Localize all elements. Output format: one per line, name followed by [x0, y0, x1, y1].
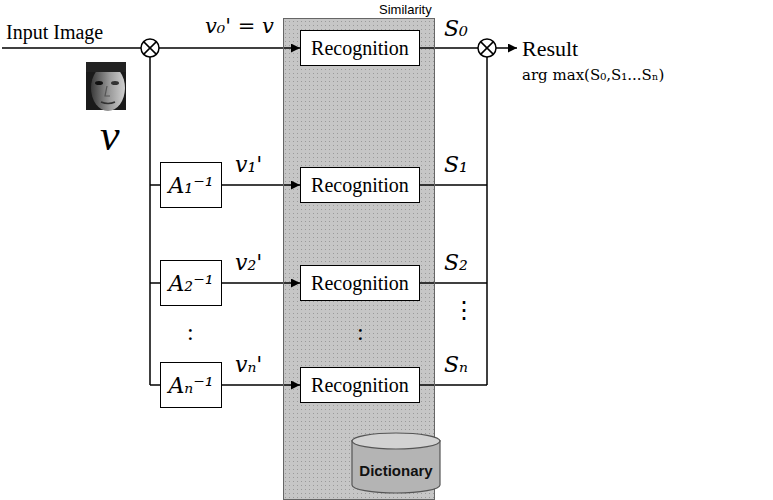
signal-arrow	[222, 184, 300, 186]
node-text: Recognition	[311, 374, 409, 397]
signal-label: v₂'	[235, 250, 262, 276]
vector-symbol: v	[100, 110, 120, 163]
node-text: Recognition	[311, 272, 409, 295]
similarity-label: Sₙ	[444, 352, 468, 378]
recognition-box: Recognition	[300, 30, 420, 66]
node-text: Recognition	[311, 37, 409, 60]
recognition-box: Recognition	[300, 167, 420, 203]
node-text: A₁⁻¹	[168, 173, 213, 198]
signal-arrow	[222, 282, 300, 284]
similarity-label: S₀	[444, 16, 468, 42]
panel-heading: Similarity	[379, 2, 432, 17]
signal-label: v₀' = v	[205, 14, 274, 39]
signal-label: vₙ'	[235, 352, 262, 378]
node-text: Aₙ⁻¹	[168, 373, 213, 398]
signal-wires	[2, 39, 517, 385]
ellipsis-mark: ⋮	[452, 296, 476, 325]
inverse-transform-box: A₁⁻¹	[160, 162, 222, 208]
result-label: Result	[522, 36, 578, 62]
similarity-label: S₂	[444, 250, 468, 276]
inverse-transform-box: A₂⁻¹	[160, 260, 222, 306]
ellipsis-mark: :	[357, 318, 364, 347]
dictionary-cylinder: Dictionary	[351, 432, 441, 494]
node-text: A₂⁻¹	[168, 271, 213, 296]
input-caption: Input Image	[6, 20, 103, 44]
face-image	[86, 62, 126, 111]
node-text: Dictionary	[359, 462, 432, 479]
signal-label: v₁'	[235, 152, 262, 178]
panel-fill	[283, 18, 435, 500]
ellipsis-mark: :	[187, 318, 194, 347]
node-text: Recognition	[311, 174, 409, 197]
argmax-formula: arg max(S₀,S₁...Sₙ)	[522, 66, 664, 84]
recognition-panel: SimilarityRecognitionRecognitionRecognit…	[283, 18, 435, 500]
inverse-transform-box: Aₙ⁻¹	[160, 362, 222, 408]
signal-arrow	[222, 384, 300, 386]
recognition-box: Recognition	[300, 265, 420, 301]
similarity-label: S₁	[444, 152, 468, 178]
recognition-box: Recognition	[300, 367, 420, 403]
